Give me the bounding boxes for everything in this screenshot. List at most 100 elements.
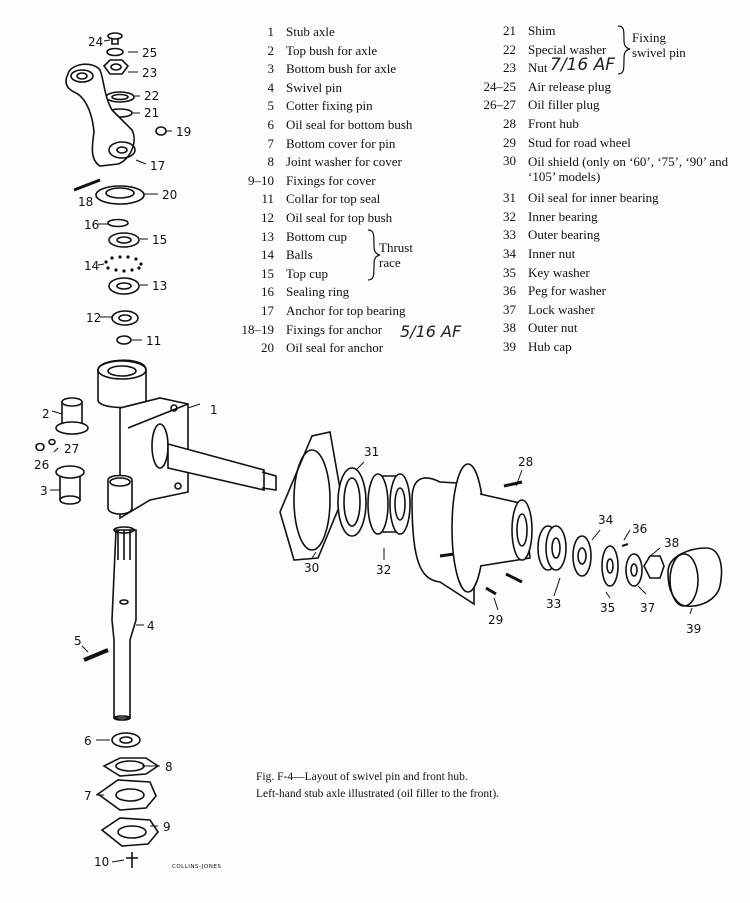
callout-37: 37 — [640, 601, 655, 615]
legend-row: 16 Sealing ring — [236, 283, 412, 302]
swivel-pin-group — [83, 526, 137, 721]
outer-bearing — [537, 525, 567, 571]
callout-38: 38 — [664, 536, 679, 550]
legend-number: 35 — [503, 264, 516, 280]
legend-number: 30 — [503, 153, 516, 169]
thrust-race-label: Thrust race — [379, 240, 413, 270]
thrust-race-stack — [104, 218, 143, 345]
callout-25: 25 — [142, 46, 157, 60]
legend-label: Bottom cup — [286, 228, 348, 244]
legend-number: 1 — [267, 24, 275, 39]
callout-26: 26 — [34, 458, 49, 472]
leader-lines — [50, 39, 693, 863]
legend-number: 24–25 — [483, 78, 517, 94]
legend-label: Peg for washer — [528, 283, 606, 299]
callout-33: 33 — [546, 597, 561, 611]
callout-20: 20 — [162, 188, 177, 202]
legend-number: 33 — [503, 227, 516, 243]
legend-label: Bottom bush for axle — [286, 61, 397, 77]
legend-number: 16 — [261, 284, 274, 300]
callout-8: 8 — [165, 760, 173, 774]
front-hub — [411, 463, 533, 606]
callout-39: 39 — [686, 622, 701, 636]
legend-number: 7 — [267, 135, 275, 151]
inner-bearing — [367, 473, 411, 535]
legend-label: Inner bearing — [528, 208, 598, 224]
callout-labels: 1 2 3 4 5 6 7 8 9 10 11 12 13 14 15 16 1… — [34, 35, 701, 869]
legend-label: Stud for road wheel — [528, 134, 631, 150]
callout-9: 9 — [163, 820, 171, 834]
legend-row: 3 Bottom bush for axle — [236, 60, 412, 79]
callout-7: 7 — [84, 789, 92, 803]
callout-15: 15 — [152, 233, 167, 247]
legend-row: 32 Inner bearing — [478, 208, 738, 227]
legend-row: 18–19 Fixings for anchor — [236, 321, 412, 340]
callout-18: 18 — [78, 195, 93, 209]
callout-23: 23 — [142, 66, 157, 80]
caption-line-2: Left-hand stub axle illustrated (oil fil… — [256, 788, 500, 800]
callout-34: 34 — [598, 513, 613, 527]
anchor-assembly — [65, 32, 167, 205]
callout-14: 14 — [84, 259, 99, 273]
legend-number: 29 — [503, 134, 516, 150]
legend-number: 11 — [261, 191, 274, 207]
legend-row: 17 Anchor for top bearing — [236, 302, 412, 321]
legend-label: Sealing ring — [286, 284, 350, 300]
handwritten-anchor-size: 5/16 AF — [400, 322, 462, 341]
legend-number: 34 — [503, 245, 516, 261]
legend-number: 3 — [267, 61, 275, 77]
legend-label: Anchor for top bearing — [286, 302, 406, 318]
callout-21: 21 — [144, 106, 159, 120]
legend-label: Fixings for anchor — [286, 321, 383, 337]
legend-number: 15 — [261, 265, 274, 281]
legend-label: Oil filler plug — [528, 97, 600, 113]
legend-label: Lock washer — [528, 301, 595, 317]
legend-label: Oil seal for anchor — [286, 340, 384, 356]
legend-row: 29 Stud for road wheel — [478, 134, 738, 153]
bushes-and-plugs — [35, 397, 89, 505]
callout-10: 10 — [94, 855, 109, 869]
callout-2: 2 — [42, 407, 50, 421]
legend-row: 15 Top cup — [236, 265, 412, 284]
legend-label: Top cup — [286, 265, 329, 281]
callout-29: 29 — [488, 613, 503, 627]
callout-31: 31 — [364, 445, 379, 459]
legend-label: Cotter fixing pin — [286, 98, 373, 114]
legend-label: Top bush for axle — [286, 42, 378, 58]
legend-label: Oil seal for inner bearing — [528, 190, 659, 206]
legend-number: 39 — [503, 338, 516, 354]
thrust-race-brace — [367, 229, 381, 281]
legend-label: Joint washer for cover — [286, 154, 402, 170]
legend-number: 38 — [503, 320, 516, 336]
legend-number: 17 — [261, 302, 274, 318]
legend-label: Oil seal for bottom bush — [286, 116, 413, 132]
legend-number: 6 — [267, 116, 275, 132]
legend-number: 36 — [503, 283, 516, 299]
legend-number: 18–19 — [241, 321, 275, 337]
illustrator-credit: COLLINS-JONES — [172, 864, 222, 870]
nuts-and-washers — [572, 535, 665, 587]
legend-label: Nut — [528, 60, 548, 76]
legend-number: 32 — [503, 208, 516, 224]
fixing-swivel-pin-label: Fixing swivel pin — [632, 30, 686, 60]
